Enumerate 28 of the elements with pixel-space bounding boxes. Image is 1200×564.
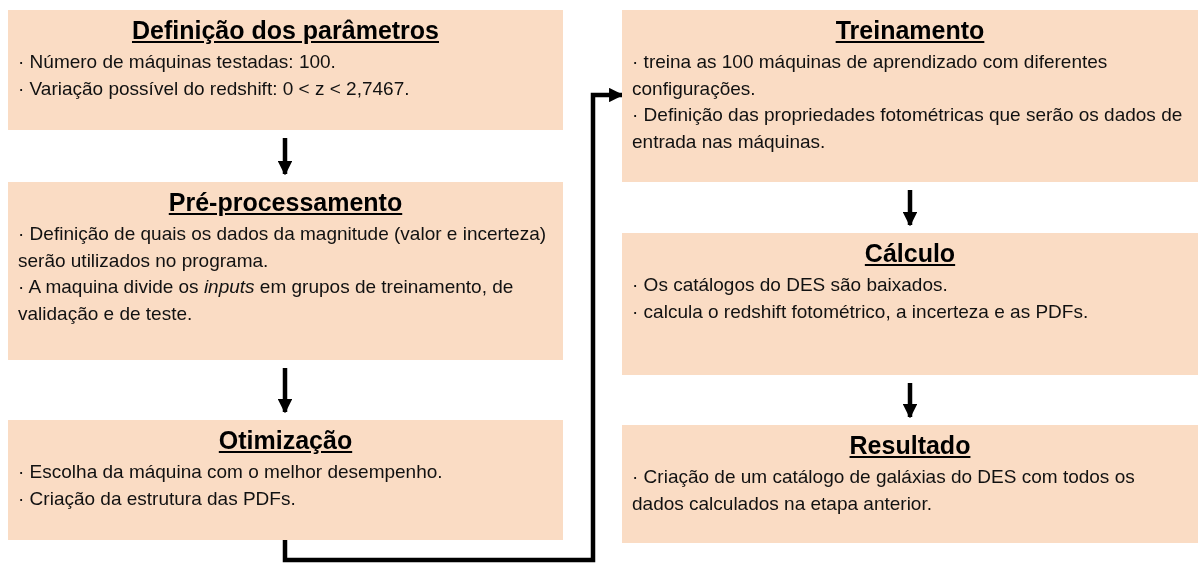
arrow [282,87,624,563]
arrow [277,138,293,176]
bullet-text: · treina as 100 máquinas de aprendizado com diferentes configurações. [632,50,1109,101]
box-heading: Pré-processamento [167,188,404,217]
box-heading: Cálculo [863,239,957,268]
bullet-text: · calcula o redshift fotométrico, a incerteza e as PDFs. [632,299,1090,324]
bullet-text: · Variação possível do redshift: 0 < z < 2,7467. [18,76,411,101]
box-heading: Treinamento [834,16,986,45]
bullet-text: · Definição de quais os dados da magnitude (valor e incerteza) serão utilizados no programa. [18,222,548,273]
process-box [622,10,1198,182]
process-box [622,425,1198,543]
bullet-text: · Definição das propriedades fotométricas que serão os dados de entrada nas máquinas. [632,103,1184,154]
bullet-text: · Criação de um catálogo de galáxias do DES com todos os dados calculados na etapa anterior. [632,465,1136,516]
process-box [8,420,563,540]
process-box [8,182,563,360]
process-box [8,10,563,130]
box-heading: Definição dos parâmetros [131,16,440,45]
arrow [902,190,918,227]
bullet-text: · A maquina divide os inputs em grupos de treinamento, de validação e de teste. [18,275,515,326]
arrow [902,383,918,419]
arrow [277,368,293,414]
bullet-text: · Número de máquinas testadas: 100. [18,50,337,74]
box-heading: Otimização [217,426,354,455]
bullet-text: · Escolha da máquina com o melhor desempenho. [18,460,444,484]
box-heading: Resultado [848,431,972,460]
process-box [622,233,1198,375]
bullet-text: · Os catálogos do DES são baixados. [632,273,949,297]
bullet-text: · Criação da estrutura das PDFs. [18,486,297,511]
